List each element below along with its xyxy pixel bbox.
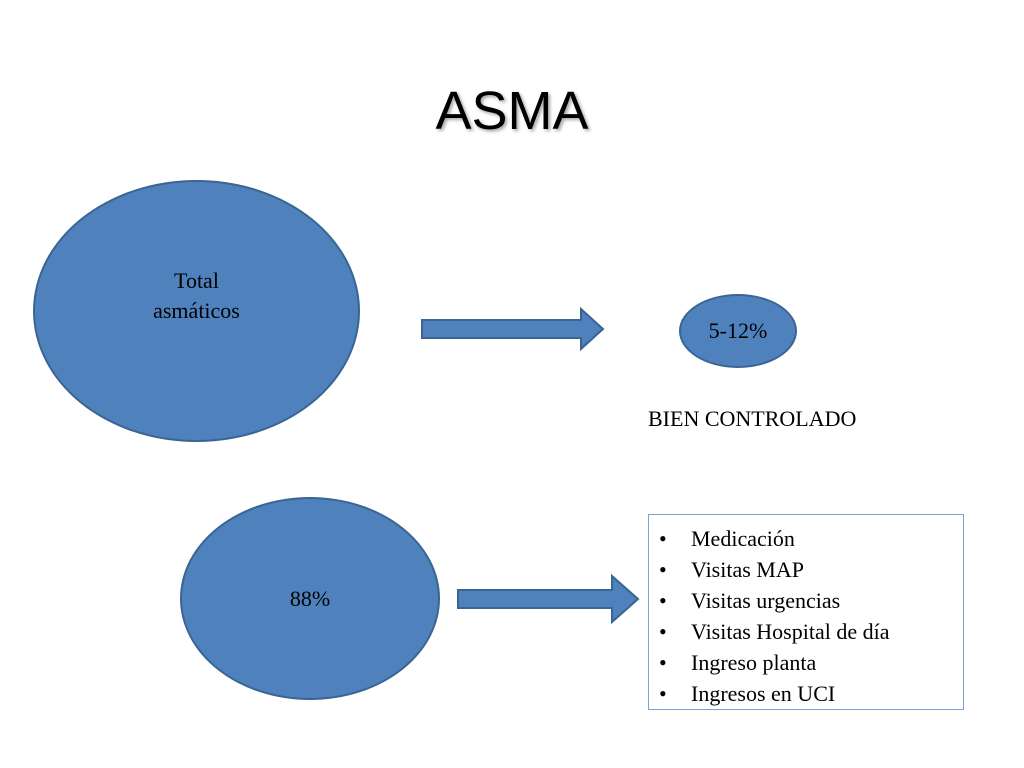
total-asthmatics-ellipse: Total asmáticos [33,180,360,442]
controlled-label: BIEN CONTROLADO [648,406,857,431]
list-item: • Visitas MAP [659,554,953,585]
consequences-list: • Medicación • Visitas MAP • Visitas urgenc… [659,523,953,709]
bullet: • [659,650,667,675]
uncontrolled-percent-label: 88% [289,585,331,611]
right-arrow-icon [421,307,605,351]
controlled-percent-ellipse: 5-12% [679,294,797,368]
list-item-text: Ingreso planta [691,650,817,675]
list-item: • Medicación [659,523,953,554]
list-item: • Visitas Hospital de día [659,616,953,647]
total-label-line2: asmáticos [153,298,240,323]
bullet: • [659,588,667,613]
list-item-text: Visitas MAP [691,557,804,582]
list-item-text: Visitas Hospital de día [691,619,890,644]
list-item: • Ingresos en UCI [659,678,953,709]
controlled-percent-label: 5-12% [708,318,768,343]
list-item-text: Visitas urgencias [691,588,841,613]
list-item-text: Medicación [691,526,795,551]
bullet: • [659,526,667,551]
slide-title: ASMA [435,81,589,141]
right-arrow-icon [457,574,640,624]
bullet: • [659,681,667,706]
bullet: • [659,619,667,644]
list-item: • Ingreso planta [659,647,953,678]
uncontrolled-percent-ellipse: 88% [180,497,440,700]
list-item: • Visitas urgencias [659,585,953,616]
total-label-line1: Total [174,268,219,293]
bullet: • [659,557,667,582]
list-item-text: Ingresos en UCI [691,681,836,706]
consequences-box: • Medicación • Visitas MAP • Visitas urgenc… [648,514,964,710]
total-asthmatics-label: Total asmáticos [137,266,257,326]
